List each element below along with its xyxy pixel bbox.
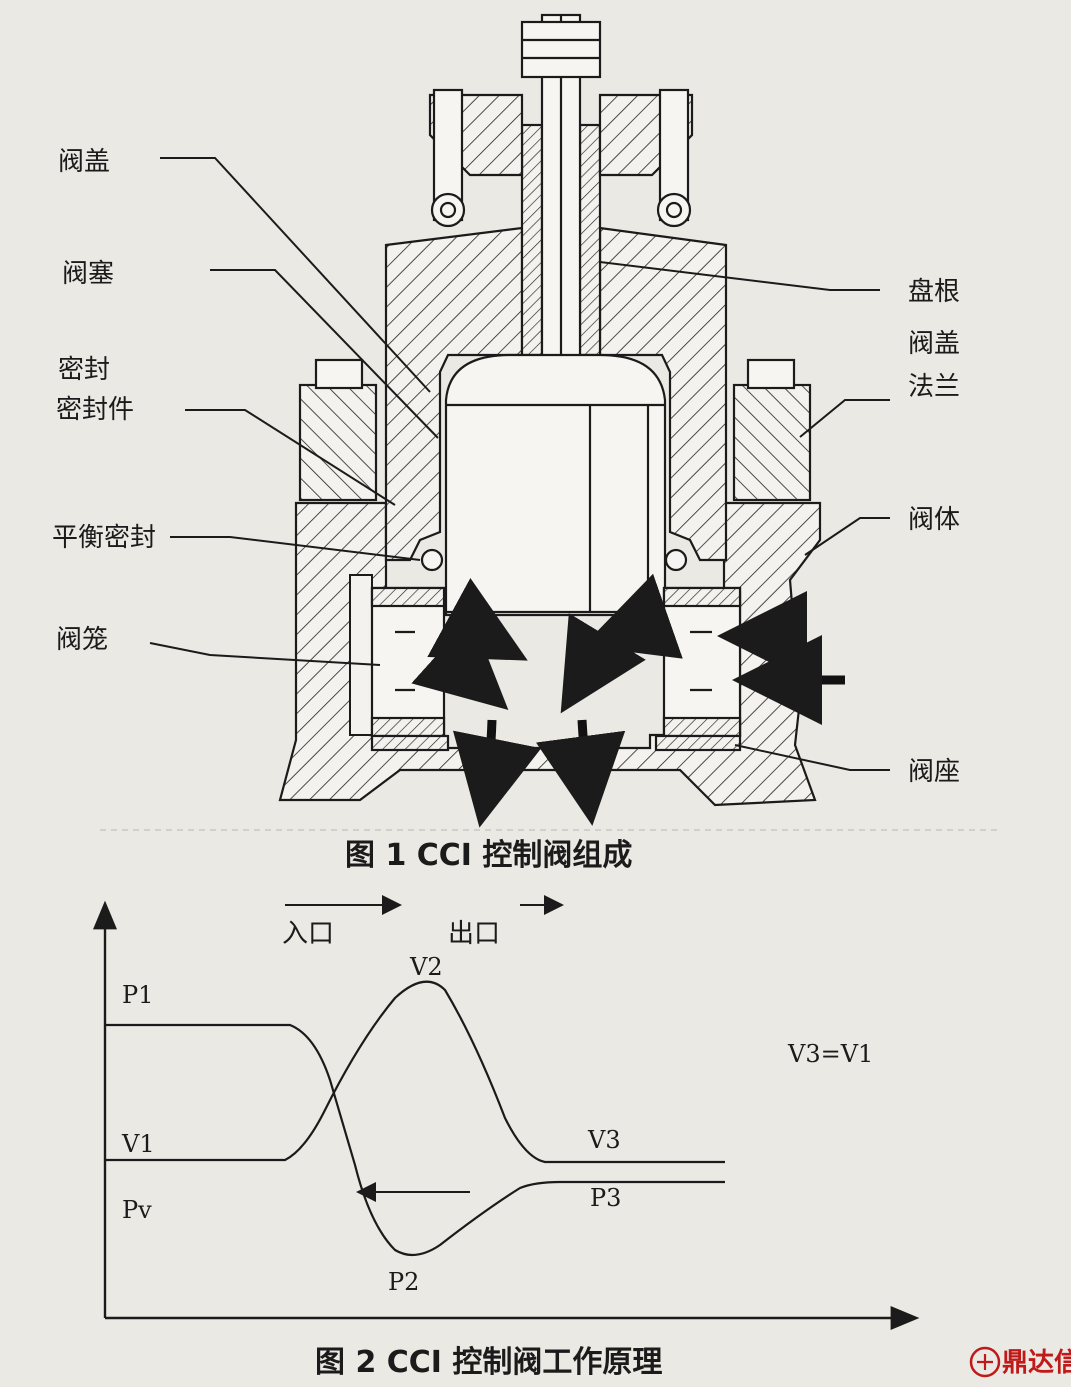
- figure2-caption: 图 2 CCI 控制阀工作原理: [315, 1345, 662, 1380]
- packing: [520, 123, 544, 357]
- label-bonnet-flange-line2: 法兰: [908, 372, 960, 402]
- pressure-curve: [105, 1023, 725, 1257]
- label-packing: 盘根: [908, 277, 960, 307]
- velocity-curve: [105, 980, 725, 1164]
- figure2-plot: 入口 出口 P1 V1 Pv V2 P2 V3 P3 V3=V1: [93, 895, 920, 1330]
- leader-lines: [149, 157, 890, 771]
- label-seat: 阀座: [908, 757, 960, 787]
- flow-arrows: [411, 573, 845, 828]
- label-equation: V3=V1: [787, 1040, 873, 1068]
- figure1-caption: 图 1 CCI 控制阀组成: [345, 838, 632, 873]
- label-P1: P1: [122, 981, 153, 1009]
- label-body: 阀体: [908, 505, 960, 535]
- bonnet-flange-bolt-right: [732, 383, 812, 502]
- label-V2: V2: [409, 953, 443, 981]
- bonnet-flange-bolt-left: [298, 383, 378, 502]
- watermark-logo: 鼎达信: [969, 1346, 1071, 1378]
- valve-plug: [444, 353, 667, 617]
- valve-seat: [370, 734, 450, 752]
- valve-drawing: [278, 13, 822, 807]
- label-V3: V3: [587, 1126, 621, 1154]
- inlet-label: 入口: [282, 919, 334, 949]
- label-balance-seal: 平衡密封: [52, 523, 156, 553]
- figure1-labels: 阀盖 阀塞 密封 密封件 平衡密封 阀笼 盘根 阀盖 法兰 阀体 阀座: [52, 147, 960, 787]
- label-bonnet: 阀盖: [58, 147, 110, 177]
- watermark-text: 鼎达信: [1002, 1348, 1071, 1378]
- label-P3: P3: [590, 1184, 621, 1212]
- label-bonnet-flange-line1: 阀盖: [908, 329, 960, 359]
- label-Pv: Pv: [122, 1196, 152, 1224]
- label-plug: 阀塞: [62, 259, 114, 289]
- label-V1: V1: [121, 1130, 155, 1158]
- label-P2: P2: [388, 1268, 419, 1296]
- label-seal-line1: 密封: [58, 355, 110, 385]
- label-seal-line2: 密封件: [56, 395, 134, 425]
- outlet-label: 出口: [448, 919, 500, 949]
- label-cage: 阀笼: [56, 625, 108, 655]
- balance-seal-ring: [420, 548, 444, 572]
